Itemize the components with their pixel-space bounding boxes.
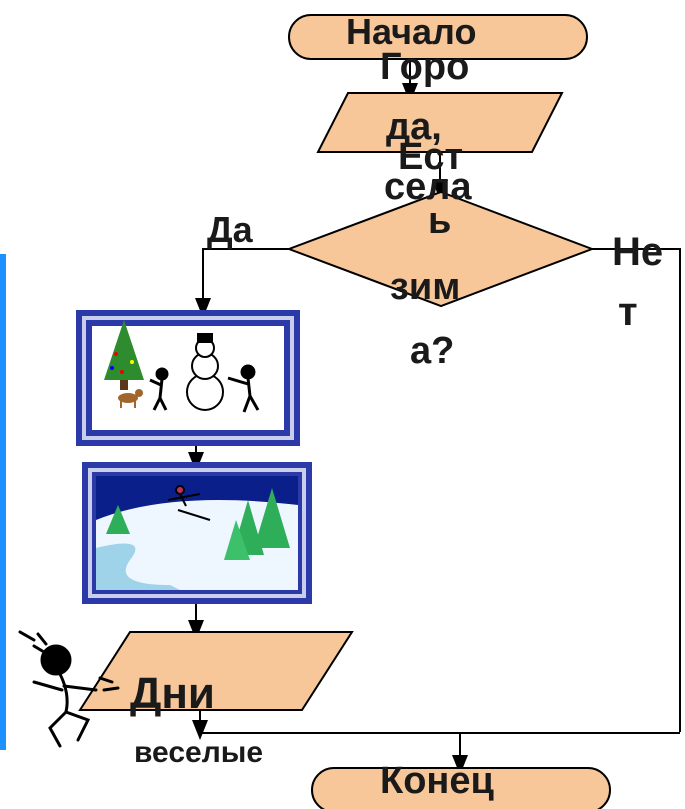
start-terminator <box>288 14 588 60</box>
winter-snowman-picture <box>76 310 300 446</box>
arrow-decision-yes <box>195 248 289 318</box>
pine-tree-icon <box>106 505 130 534</box>
input-label-line-2: да, <box>386 106 442 148</box>
christmas-tree-icon <box>104 320 144 380</box>
decision-diamond <box>286 190 595 308</box>
skier-picture <box>82 462 312 604</box>
no-label-line-1: Не <box>612 230 664 274</box>
input-parallelogram <box>316 92 564 153</box>
decision-label-line-2: ь <box>428 200 452 242</box>
yes-label: Да <box>207 209 253 250</box>
decision-label-line-3: зим <box>390 266 461 308</box>
accent-bar <box>0 254 6 750</box>
line-decision-no <box>592 248 681 732</box>
input-label-line-1: Горо <box>380 46 470 88</box>
output-label-line-2: веселые <box>134 736 264 769</box>
running-person-icon <box>18 630 120 748</box>
output-parallelogram <box>78 631 354 711</box>
end-terminator <box>311 767 611 809</box>
connectors <box>188 58 681 775</box>
decision-label-line-1: Ест <box>398 136 464 178</box>
output-label-line-1: Дни <box>130 669 215 718</box>
dog-icon <box>118 389 143 408</box>
end-label: Конец <box>380 760 494 802</box>
children-figures-icon <box>149 364 260 413</box>
snowman-icon <box>186 333 224 411</box>
skier-icon <box>167 485 211 521</box>
start-label: Начало <box>346 11 477 52</box>
no-label-line-2: т <box>618 290 638 334</box>
decision-label-line-4: а? <box>410 330 455 372</box>
input-label-line-3: села <box>384 166 472 208</box>
